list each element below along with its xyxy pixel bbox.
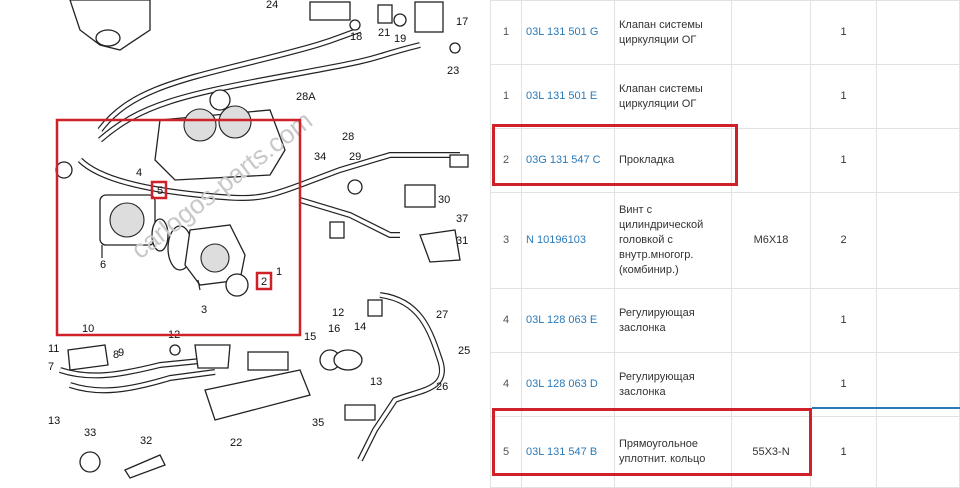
part-spec [731, 352, 811, 417]
row-position: 3 [490, 192, 522, 289]
callout-18: 18 [350, 31, 362, 43]
callout-28: 28 [342, 131, 354, 143]
callout-37: 37 [456, 213, 468, 225]
table-cell-empty [876, 64, 960, 129]
part-qty: 2 [810, 192, 877, 289]
table-row: 3 N 10196103 Винт с цилиндрической голов… [490, 192, 960, 289]
callout-11: 11 [48, 343, 59, 355]
top-right-parts [55, 1, 469, 263]
callout-31: 31 [456, 235, 468, 247]
callout-32: 32 [140, 435, 152, 447]
callout-10: 10 [82, 323, 94, 335]
callout-4: 4 [136, 167, 142, 179]
callout-29: 29 [349, 151, 361, 163]
table-cell-empty [876, 288, 960, 353]
callout-19: 19 [394, 33, 406, 45]
callout-34: 34 [314, 151, 326, 163]
egr-cooler-parts [67, 299, 383, 479]
callout-9: 9 [118, 347, 124, 359]
callout-33: 33 [84, 427, 96, 439]
callout-25: 25 [458, 345, 470, 357]
part-qty: 1 [810, 288, 877, 353]
part-spec [731, 0, 811, 65]
part-name: Винт с цилиндрической головкой с внутр.м… [614, 192, 732, 289]
hose-lines [59, 27, 460, 462]
part-spec: M6X18 [731, 192, 811, 289]
part-spec [731, 64, 811, 129]
table-cell-empty [876, 352, 960, 417]
callout-14: 14 [354, 321, 366, 333]
part-qty: 1 [810, 352, 877, 417]
highlight-callout-5 [150, 180, 168, 200]
part-number-link[interactable]: 03L 131 501 G [526, 26, 599, 38]
table-row: 4 03L 128 063 E Регулирующая заслонка 1 [490, 288, 960, 353]
table-cell-empty [876, 128, 960, 193]
table-cell-empty [876, 0, 960, 65]
row-position: 4 [490, 288, 522, 353]
part-number-link[interactable]: 03G 131 547 C [526, 154, 601, 166]
callout-21: 21 [378, 27, 390, 39]
row-position: 2 [490, 128, 522, 193]
part-number-link[interactable]: N 10196103 [526, 234, 586, 246]
callout-labels: 24 17 21 19 18 23 28A 28 34 29 30 37 31 … [48, 0, 470, 449]
table-row: 5 03L 131 547 B Прямоугольное уплотнит. … [490, 416, 960, 488]
part-qty: 1 [810, 64, 877, 129]
table-row: 1 03L 131 501 G Клапан системы циркуляци… [490, 0, 960, 65]
callout-13: 13 [48, 415, 60, 427]
callout-1: 1 [276, 266, 282, 278]
callout-24: 24 [266, 0, 278, 11]
part-number-link[interactable]: 03L 131 547 B [526, 445, 598, 458]
part-spec: 55X3-N [731, 416, 811, 488]
part-name: Регулирующая заслонка [614, 288, 732, 353]
part-qty: 1 [810, 0, 877, 65]
part-spec [731, 288, 811, 353]
parts-diagram: 24 17 21 19 18 23 28A 28 34 29 30 37 31 … [48, 0, 470, 479]
callout-26: 26 [436, 381, 448, 393]
callout-7: 7 [48, 361, 54, 373]
callout-28A: 28A [296, 91, 316, 103]
table-row: 4 03L 128 063 D Регулирующая заслонка 1 [490, 352, 960, 417]
table-row: 1 03L 131 501 E Клапан системы циркуляци… [490, 64, 960, 129]
row-position: 1 [490, 0, 522, 65]
callout-2: 2 [261, 276, 267, 288]
parts-table: 1 03L 131 501 G Клапан системы циркуляци… [490, 0, 960, 488]
callout-15: 15 [304, 331, 316, 343]
intake-manifold [69, 0, 286, 181]
row-position: 4 [490, 352, 522, 417]
callout-35: 35 [312, 417, 324, 429]
callout-8: 8 [113, 349, 119, 361]
callout-3: 3 [201, 304, 207, 316]
highlight-row-seal-ring [492, 408, 812, 476]
callout-6: 6 [100, 259, 106, 271]
callout-13-b: 13 [370, 376, 382, 388]
callout-16: 16 [328, 323, 340, 335]
part-number-link[interactable]: 03L 128 063 E [526, 314, 598, 326]
callout-23: 23 [447, 65, 459, 77]
highlight-assembly-box [55, 118, 302, 337]
part-qty: 1 [810, 416, 877, 488]
callout-12-b: 12 [332, 307, 344, 319]
part-name: Клапан системы циркуляции ОГ [614, 64, 732, 129]
callout-5: 5 [157, 185, 163, 197]
part-name: Регулирующая заслонка [614, 352, 732, 417]
part-number-link[interactable]: 03L 131 501 E [526, 90, 598, 102]
part-name: Прямоугольное уплотнит. кольцо [614, 416, 732, 488]
highlight-row-gasket [492, 124, 738, 186]
callout-27: 27 [436, 309, 448, 321]
row-position: 1 [490, 64, 522, 129]
part-number-link[interactable]: 03L 128 063 D [526, 378, 598, 390]
callout-22: 22 [230, 437, 242, 449]
callout-30: 30 [438, 194, 450, 206]
part-spec [731, 128, 811, 193]
callout-17: 17 [456, 16, 468, 28]
table-cell-empty [876, 192, 960, 289]
table-cell-empty [876, 416, 960, 488]
part-name: Клапан системы циркуляции ОГ [614, 0, 732, 65]
part-qty: 1 [810, 128, 877, 193]
highlight-callout-2 [255, 271, 273, 291]
row-separator-accent [812, 407, 960, 409]
throttle-assembly [99, 194, 249, 297]
